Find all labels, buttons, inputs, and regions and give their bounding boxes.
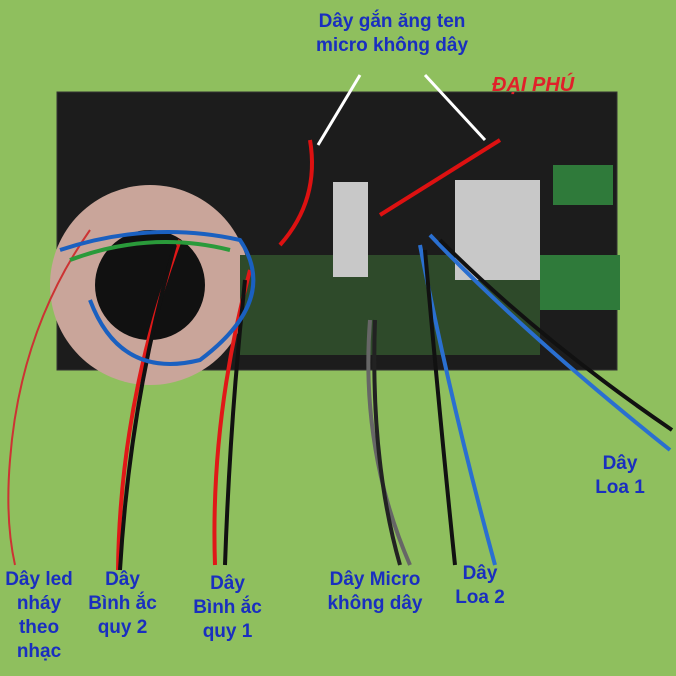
- heatsink-right: [455, 180, 540, 280]
- label-battery-1-wire: Dây Bình ắc quy 1: [193, 573, 262, 642]
- wires: [7, 138, 674, 571]
- label-led-wire: Dây led nháy theo nhạc: [5, 569, 73, 662]
- label-speaker-2-wire: Dây Loa 2: [455, 563, 505, 608]
- small-board: [540, 255, 620, 310]
- label-antenna-wire: Dây gắn ăng ten micro không dây: [315, 11, 469, 56]
- annotation-arrows: [316, 73, 487, 146]
- brand-logo: ĐẠI PHÚ: [492, 74, 575, 96]
- display-module: [553, 165, 613, 205]
- heatsink-left: [333, 182, 368, 277]
- transformer-core: [95, 230, 205, 340]
- label-micro-wire: Dây Micro không dây: [327, 569, 423, 614]
- label-battery-2-wire: Dây Bình ắc quy 2: [88, 569, 157, 638]
- label-speaker-1-wire: Dây Loa 1: [595, 453, 645, 498]
